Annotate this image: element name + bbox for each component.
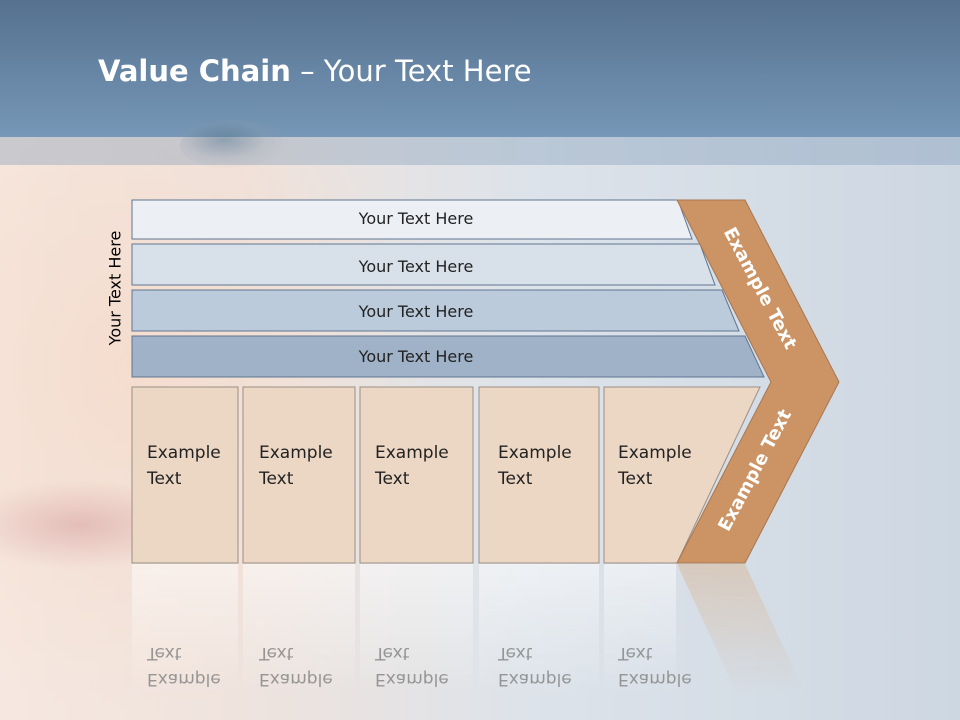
reflection-arrow	[677, 564, 805, 694]
row-4-shape[interactable]	[131, 335, 765, 378]
row-4-label: Your Text Here	[358, 347, 474, 366]
boxes-group: Example Text Example Text Example Text E…	[131, 386, 761, 564]
box-3-line1: Example	[375, 443, 449, 463]
box-1[interactable]	[131, 386, 239, 564]
reflection-box-3	[360, 564, 473, 694]
row-3-label: Your Text Here	[358, 302, 474, 321]
box-4[interactable]	[478, 386, 600, 564]
box-3[interactable]	[359, 386, 474, 564]
title-rest: – Your Text Here	[290, 54, 532, 88]
reflection-text-4b: Text	[497, 643, 533, 663]
background-eye	[180, 120, 290, 170]
reflection-text-1b: Text	[146, 643, 182, 663]
box-2-line2: Text	[258, 469, 294, 489]
box-4-line1: Example	[498, 443, 572, 463]
reflection-text-5b: Text	[617, 643, 653, 663]
title-bold: Value Chain	[98, 54, 291, 88]
row-2-shape[interactable]	[131, 243, 716, 286]
header-band	[0, 137, 960, 165]
box-4-line2: Text	[497, 469, 533, 489]
reflection-box-2	[243, 564, 355, 694]
reflection-text-1a: Example	[147, 669, 221, 689]
reflection-text-3a: Example	[375, 669, 449, 689]
box-1-line2: Text	[146, 469, 182, 489]
header-bar	[0, 0, 960, 170]
reflection-text-5a: Example	[618, 669, 692, 689]
reflection-box-4	[479, 564, 599, 694]
box-5-line1: Example	[618, 443, 692, 463]
box-5-line2: Text	[617, 469, 653, 489]
row-1-label: Your Text Here	[358, 209, 474, 228]
chevron-shape[interactable]	[676, 199, 840, 564]
page-title: Value Chain – Your Text Here	[98, 54, 532, 88]
reflection-text-2a: Example	[259, 669, 333, 689]
rows-group: Your Text Here Your Text Here Your Text …	[131, 199, 765, 378]
box-3-line2: Text	[374, 469, 410, 489]
reflection-group: Example Text Example Text Example Text E…	[132, 564, 805, 694]
reflection-text-4a: Example	[498, 669, 572, 689]
reflection-text-3b: Text	[374, 643, 410, 663]
box-2[interactable]	[242, 386, 356, 564]
box-1-line1: Example	[147, 443, 221, 463]
row-1-shape[interactable]	[131, 199, 693, 240]
reflection-box-1	[132, 564, 238, 694]
box-2-line1: Example	[259, 443, 333, 463]
row-3-shape[interactable]	[131, 289, 740, 332]
row-2-label: Your Text Here	[358, 257, 474, 276]
reflection-box-5	[604, 564, 676, 694]
reflection-text-2b: Text	[258, 643, 294, 663]
